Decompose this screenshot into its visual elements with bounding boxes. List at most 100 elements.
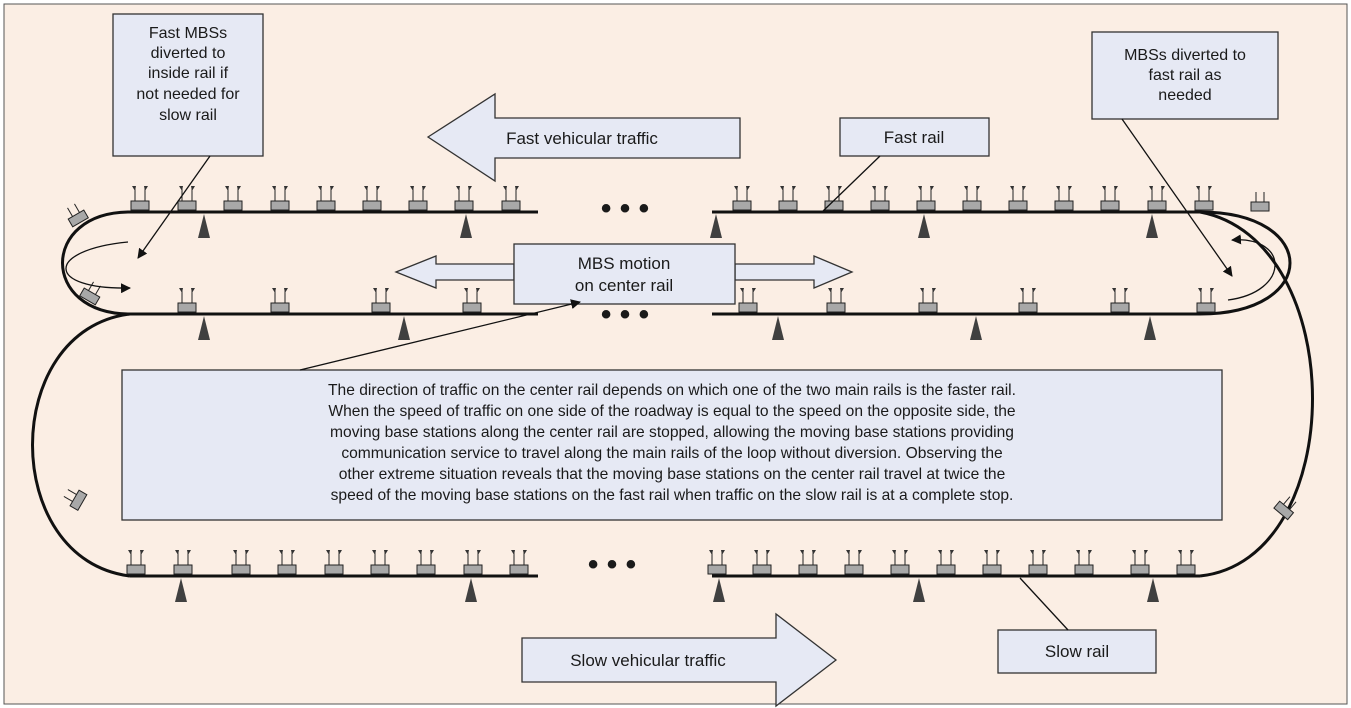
mbs-station [732, 186, 752, 211]
mbs-station [1196, 288, 1216, 313]
mbs-diverted-callout-box [1091, 31, 1279, 120]
rail-support [918, 214, 930, 238]
mbs-station [324, 550, 344, 575]
mbs-station [1018, 288, 1038, 313]
mbs-station [1194, 186, 1214, 211]
fast-rail-callout-box [839, 117, 990, 157]
mbs-station [370, 550, 390, 575]
tilted-station [67, 203, 89, 228]
mbs-station [177, 186, 197, 211]
mbs-station [1074, 550, 1094, 575]
mbs-station [177, 288, 197, 313]
rail-support [1146, 214, 1158, 238]
mbs-station [270, 288, 290, 313]
mbs-station [870, 186, 890, 211]
mbs-station [752, 550, 772, 575]
fast-rail-leader [821, 155, 881, 213]
rail-support [713, 578, 725, 602]
mbs-station [962, 186, 982, 211]
slow-rail-leader [1019, 577, 1069, 631]
fast-mbs-line-3: inside rail if [148, 65, 229, 82]
rail-support [198, 214, 210, 238]
mbs-station [463, 550, 483, 575]
mbs-station [1054, 186, 1074, 211]
left-outer-loop [31, 312, 131, 578]
rail-support [198, 316, 210, 340]
mbs-station [509, 550, 529, 575]
rail-support [175, 578, 187, 602]
mbs-station [844, 550, 864, 575]
mbs-motion-leader-arrow [299, 299, 581, 371]
mbs-station [738, 288, 758, 313]
explanation-line-3: moving base stations along the center ra… [330, 424, 1014, 441]
support-group [175, 214, 1159, 602]
mbs-station [362, 186, 382, 211]
mbs-station [936, 550, 956, 575]
mbs-station [173, 550, 193, 575]
mbs-station [126, 550, 146, 575]
mbs-station [454, 186, 474, 211]
fast-traffic-arrow [426, 92, 741, 183]
mbs-diverted-line-3: needed [1158, 87, 1211, 104]
mbs-station [1147, 186, 1167, 211]
mbs-station [501, 186, 521, 211]
right-diversion-arrow [1227, 234, 1276, 301]
mbs-station [707, 550, 727, 575]
slow-rail-callout-box [997, 629, 1157, 674]
fast-rail-label: Fast rail [884, 128, 944, 147]
explanation-line-4: communication service to travel along th… [341, 445, 1002, 462]
mbs-station [277, 550, 297, 575]
mbs-diverted-line-1: MBSs diverted to [1124, 47, 1246, 64]
fast-traffic-label: Fast vehicular traffic [506, 129, 658, 148]
explanation-box [121, 369, 1223, 521]
tilted-station [79, 281, 101, 306]
mbs-station [1110, 288, 1130, 313]
explanation-line-6: speed of the moving base stations on the… [331, 487, 1014, 504]
tilted-station [1250, 192, 1270, 212]
mbs-station [416, 550, 436, 575]
fast-mbs-leader-arrow [137, 155, 211, 259]
ellipsis-fast-rail: • • • [601, 192, 649, 225]
mbs-station [1176, 550, 1196, 575]
mbs-station [462, 288, 482, 313]
fast-mbs-line-4: not needed for [136, 86, 240, 103]
mbs-motion-box [513, 243, 736, 305]
rail-support [772, 316, 784, 340]
right-outer-loop [1199, 210, 1314, 578]
mbs-station [1008, 186, 1028, 211]
mbs-motion-line-1: MBS motion [578, 254, 671, 273]
mbs-station [1100, 186, 1120, 211]
right-upper-loop [1199, 210, 1292, 316]
slow-traffic-label: Slow vehicular traffic [570, 651, 726, 670]
mbs-station [778, 186, 798, 211]
station-group [126, 186, 1216, 575]
mbs-station [231, 550, 251, 575]
mbs-station [1130, 550, 1150, 575]
explanation-line-2: When the speed of traffic on one side of… [328, 403, 1015, 420]
tilted-station [1273, 496, 1297, 521]
mbs-station [798, 550, 818, 575]
mbs-station [316, 186, 336, 211]
rail-support [970, 316, 982, 340]
mbs-motion-line-2: on center rail [575, 276, 673, 295]
fast-mbs-callout-text: Fast MBSs diverted to inside rail if not… [136, 25, 240, 124]
mbs-station [918, 288, 938, 313]
fast-mbs-line-5: slow rail [159, 107, 217, 124]
left-upper-loop [61, 210, 131, 316]
mbs-diverted-leader-arrow [1121, 118, 1233, 277]
mbs-station [916, 186, 936, 211]
rail-support [398, 316, 410, 340]
explanation-line-1: The direction of traffic on the center r… [328, 382, 1016, 399]
mbs-station [223, 186, 243, 211]
mbs-diverted-line-2: fast rail as [1149, 67, 1222, 84]
ellipsis-slow-rail: • • • [588, 548, 636, 581]
tilted-station [63, 489, 88, 511]
fast-mbs-line-1: Fast MBSs [149, 25, 227, 42]
mbs-station [1028, 550, 1048, 575]
left-diversion-arrow [65, 241, 131, 294]
mbs-station [408, 186, 428, 211]
mbs-station [826, 288, 846, 313]
rail-support [465, 578, 477, 602]
